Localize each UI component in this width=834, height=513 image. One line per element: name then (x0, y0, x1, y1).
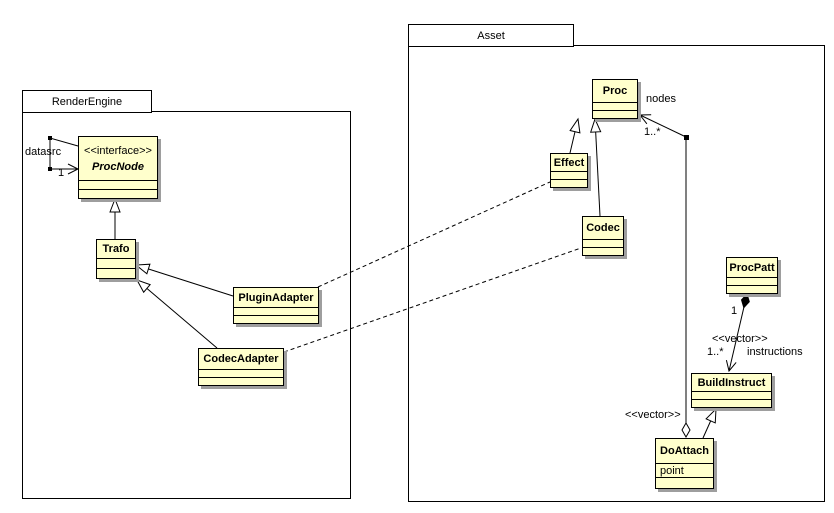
edge-label-nodes-multiplicity: 1..* (644, 126, 661, 138)
class-doattach-name: DoAttach (660, 445, 709, 457)
attributes-compartment (727, 277, 777, 285)
operations-compartment (551, 179, 587, 187)
class-codec[interactable]: Codec (582, 216, 624, 256)
bend-point (48, 136, 52, 140)
attributes-compartment (593, 102, 637, 110)
attributes-compartment (79, 180, 157, 189)
attributes-compartment (583, 239, 623, 247)
operations-compartment (199, 377, 283, 385)
edge-codec-proc-generalization[interactable] (589, 117, 602, 217)
class-effect-name: Effect (553, 156, 585, 169)
class-procnode-name: ProcNode (92, 160, 144, 173)
edge-pluginadapter-trafo-generalization[interactable] (134, 263, 234, 297)
class-codecadapter[interactable]: CodecAdapter (198, 348, 284, 386)
package-renderengine-label: RenderEngine (51, 95, 123, 108)
class-procpatt-name: ProcPatt (729, 261, 775, 274)
class-buildinstruct[interactable]: BuildInstruct (691, 373, 772, 408)
edge-label-nodes: nodes (646, 93, 676, 105)
edge-procpatt-buildinstruct-composition[interactable] (725, 293, 750, 373)
bend-point (48, 167, 52, 171)
package-renderengine-tab[interactable]: RenderEngine (22, 90, 152, 113)
edge-label-datasrc: datasrc (25, 146, 62, 158)
operations-compartment (79, 189, 157, 198)
operations-compartment (583, 247, 623, 255)
class-codecadapter-name: CodecAdapter (203, 353, 279, 365)
edge-procnode-datasrc-self-association[interactable] (48, 136, 80, 175)
edge-label-procpatt-multiplicity: 1 (731, 305, 738, 317)
class-procpatt[interactable]: ProcPatt (726, 257, 778, 294)
attributes-compartment (199, 369, 283, 377)
operations-compartment (727, 285, 777, 293)
attributes-compartment (692, 391, 771, 399)
edge-pluginadapter-effect-dependency[interactable] (317, 181, 551, 288)
class-procnode-header: <<interface>> ProcNode (79, 137, 157, 180)
class-proc[interactable]: Proc (592, 79, 638, 119)
edge-doattach-buildinstruct-generalization[interactable] (702, 407, 717, 439)
attributes-compartment (234, 307, 318, 315)
class-codec-name: Codec (586, 222, 620, 234)
package-asset-tab[interactable]: Asset (408, 24, 574, 47)
operations-compartment (97, 268, 135, 278)
edge-effect-proc-generalization[interactable] (569, 117, 581, 154)
edge-label-nodes-stereotype: <<vector>> (625, 409, 681, 421)
operations-compartment (234, 315, 318, 323)
package-renderengine-body[interactable] (22, 111, 351, 499)
attribute-point: point (656, 463, 713, 477)
class-pluginadapter[interactable]: PluginAdapter (233, 287, 319, 324)
class-trafo[interactable]: Trafo (96, 239, 136, 279)
class-effect[interactable]: Effect (550, 153, 588, 188)
package-asset-label: Asset (477, 29, 505, 42)
class-trafo-name: Trafo (102, 243, 130, 255)
class-proc-name: Proc (602, 85, 628, 97)
class-buildinstruct-name: BuildInstruct (697, 376, 766, 389)
bend-point (684, 135, 689, 140)
edge-codecadapter-codec-dependency[interactable] (283, 247, 582, 353)
operations-compartment (656, 477, 713, 488)
edge-label-instructions-multiplicity: 1..* (707, 346, 724, 358)
edge-label-instructions: instructions (747, 346, 803, 358)
class-pluginadapter-name: PluginAdapter (238, 291, 314, 304)
attributes-compartment (551, 171, 587, 179)
class-procnode[interactable]: <<interface>> ProcNode (78, 136, 158, 199)
edge-label-instructions-stereotype: <<vector>> (712, 333, 768, 345)
attributes-compartment (97, 258, 135, 268)
operations-compartment (593, 110, 637, 118)
edge-codecadapter-trafo-generalization[interactable] (135, 279, 218, 349)
package-asset-body[interactable] (408, 45, 825, 502)
class-doattach[interactable]: DoAttach point (655, 438, 714, 489)
class-procnode-stereotype: <<interface>> (84, 144, 152, 157)
edge-label-datasrc-multiplicity: 1 (58, 167, 65, 179)
edge-doattach-proc-nodes-aggregation[interactable] (638, 114, 691, 439)
operations-compartment (692, 399, 771, 407)
